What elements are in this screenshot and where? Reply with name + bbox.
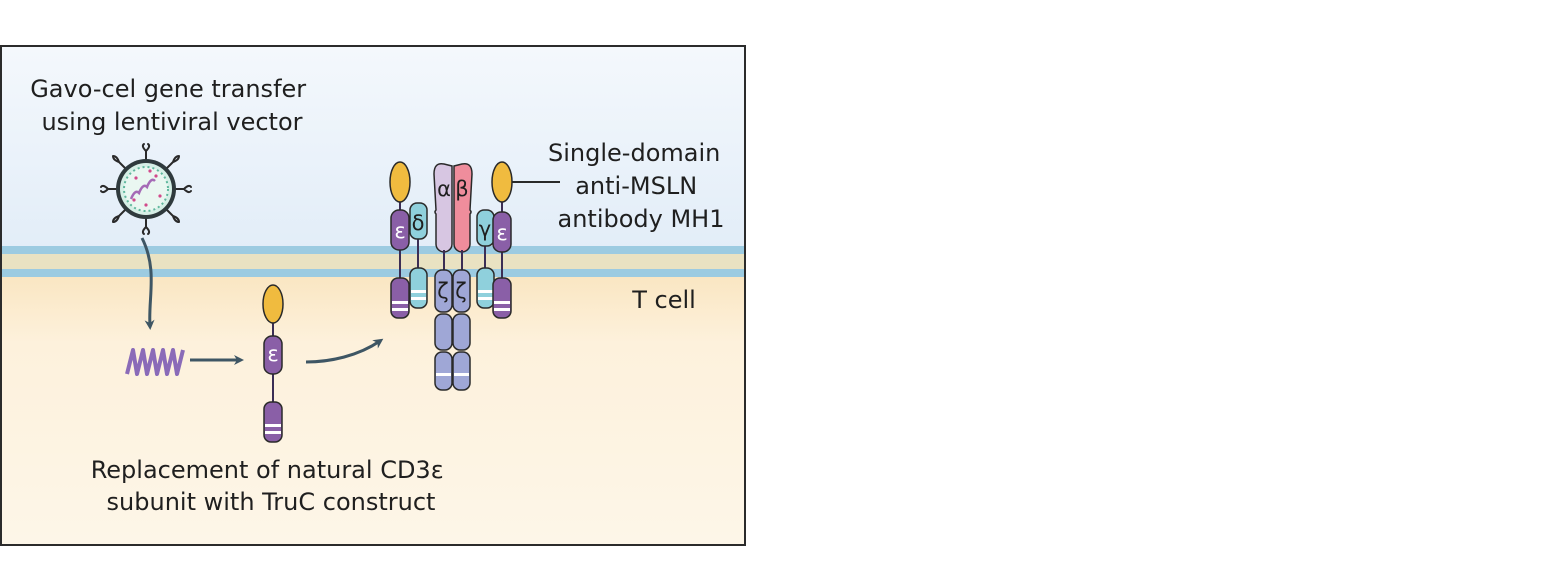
cell-membrane — [1, 246, 745, 277]
alpha-beta-tcr: α β — [433, 162, 473, 272]
beta-chain — [453, 162, 473, 253]
svg-text:β: β — [455, 177, 468, 201]
zeta-dimer: ζ ζ — [434, 269, 471, 391]
left-epsilon-tail — [390, 277, 410, 319]
arrow-vector-to-dna — [140, 237, 155, 330]
right-antibody — [491, 161, 513, 203]
dna-coil-icon — [125, 348, 185, 376]
right-epsilon — [492, 211, 512, 253]
tcr-complex: ε δ α β ζ ζ — [389, 161, 560, 391]
svg-text:ζ: ζ — [437, 279, 448, 303]
svg-text:ε: ε — [496, 221, 507, 245]
svg-text:ε: ε — [394, 219, 405, 243]
truc-tail — [263, 401, 283, 443]
cytoplasm — [1, 276, 745, 544]
right-epsilon-tail — [492, 277, 512, 319]
truc-epsilon — [263, 335, 283, 375]
svg-text:ζ: ζ — [455, 279, 466, 303]
caption-replacement: Replacement of natural CD3ε subunit with… — [91, 456, 452, 516]
svg-text:ε: ε — [267, 342, 278, 366]
arrow-construct-to-complex — [305, 338, 384, 364]
caption-vector: Gavo-cel gene transfer using lentiviral … — [30, 75, 314, 136]
panel — [0, 45, 746, 546]
truc-construct: ε — [262, 284, 284, 443]
caption-antibody: Single-domain anti-MSLN antibody MH1 — [548, 139, 728, 233]
extracellular-space — [1, 46, 745, 250]
left-truc: ε — [389, 161, 411, 319]
right-truc: ε — [491, 161, 513, 319]
lentivirus-icon — [100, 143, 192, 235]
truc-antibody — [262, 284, 284, 324]
caption-cell: T cell — [631, 286, 696, 314]
left-antibody — [389, 161, 411, 203]
panel-border — [0, 45, 746, 546]
svg-text:α: α — [437, 177, 451, 201]
left-epsilon — [390, 209, 410, 251]
delta-subunit: δ — [409, 202, 428, 309]
svg-text:γ: γ — [479, 217, 491, 241]
svg-text:δ: δ — [412, 211, 425, 235]
